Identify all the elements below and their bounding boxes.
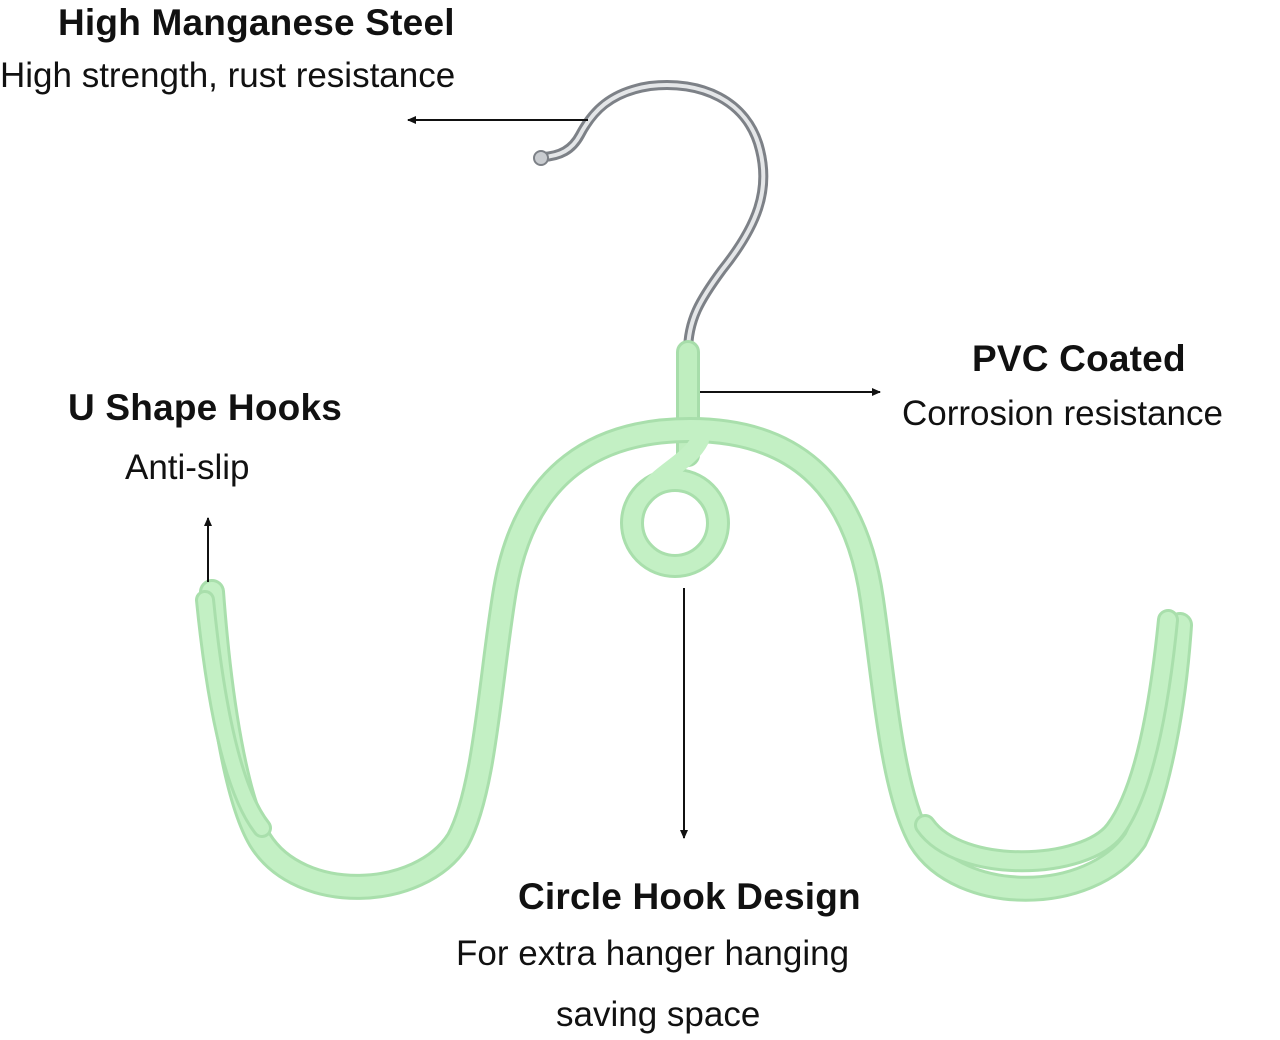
pvc-subtitle: Corrosion resistance [902,394,1223,433]
pvc-hanger-body [195,340,1193,902]
u-shape-subtitle: Anti-slip [125,448,250,487]
circle-line2: saving space [556,995,761,1034]
steel-hook [533,80,769,357]
steel-subtitle: High strength, rust resistance [0,56,456,95]
pvc-title: PVC Coated [972,338,1186,379]
circle-line1: For extra hanger hanging [456,934,850,973]
u-shape-title: U Shape Hooks [68,387,342,428]
steel-title: High Manganese Steel [58,2,455,43]
circle-title: Circle Hook Design [518,876,861,917]
callout-arrows [204,116,881,839]
